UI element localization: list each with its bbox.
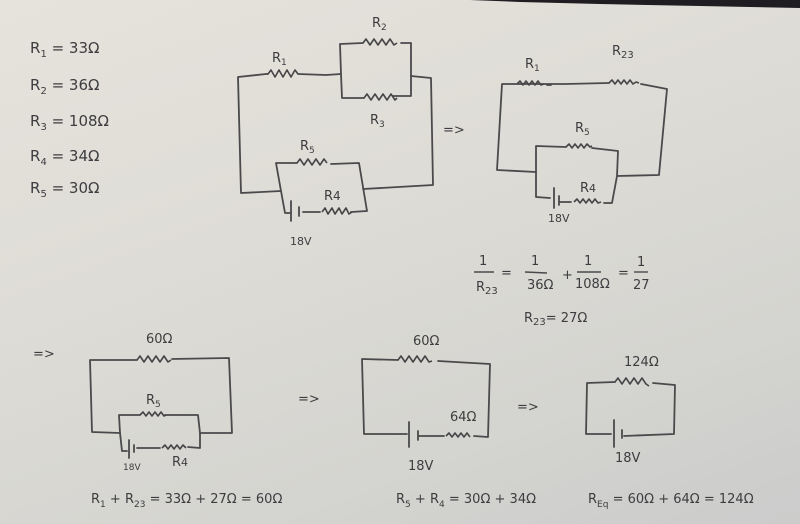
circuit-original: R1 R2 R3 R5 R4 18V bbox=[237, 16, 434, 248]
wire-parallel-box bbox=[339, 42, 412, 99]
given-r2: R2 = 36Ω bbox=[30, 76, 99, 97]
result-numerator: 1 bbox=[637, 255, 645, 270]
resistor-60-ohm bbox=[397, 355, 433, 363]
label-r5: R5 bbox=[300, 139, 315, 156]
resistor-r1 bbox=[267, 69, 299, 78]
series-equations: R1 + R23 = 33Ω + 27Ω = 60Ω R5 + R4 = 30Ω… bbox=[91, 492, 754, 510]
battery-icon bbox=[128, 439, 135, 459]
resistor-60-ohm bbox=[136, 355, 172, 363]
term2-numerator: 1 bbox=[584, 254, 592, 269]
resistor-64-ohm bbox=[445, 432, 471, 438]
equals-2: = bbox=[618, 266, 629, 281]
label-r4: R4 bbox=[324, 189, 341, 204]
resistor-r5 bbox=[296, 158, 328, 166]
given-r5: R5 = 30Ω bbox=[30, 179, 99, 200]
term1-numerator: 1 bbox=[531, 254, 539, 269]
parallel-calculation: 1 R23 = 1 36Ω + 1 108Ω = 1 27 R23= 27Ω bbox=[474, 254, 650, 328]
label-battery: 18V bbox=[615, 451, 641, 466]
lhs-denominator: R23 bbox=[476, 280, 498, 297]
battery-icon bbox=[290, 200, 300, 222]
term2-denominator: 108Ω bbox=[575, 277, 610, 292]
resistor-r4 bbox=[161, 444, 187, 450]
wire-loop bbox=[585, 381, 676, 437]
label-r1: R1 bbox=[272, 51, 287, 68]
circuit-step-2: 60Ω R5 R4 18V bbox=[89, 332, 233, 473]
battery-icon bbox=[408, 421, 419, 448]
resistor-r2 bbox=[362, 38, 398, 46]
wire-inner-loop bbox=[118, 414, 201, 452]
circuit-step-1: R1 R23 R5 R4 18V bbox=[496, 44, 668, 225]
label-60-ohm: 60Ω bbox=[413, 334, 440, 349]
label-r5: R5 bbox=[575, 121, 590, 138]
wire-inner-loop bbox=[535, 145, 619, 204]
label-r3: R3 bbox=[370, 113, 385, 130]
wire-outer-left bbox=[237, 73, 282, 194]
desk-edge bbox=[470, 0, 800, 8]
resistor-r4 bbox=[321, 207, 353, 215]
arrow-step-1: => bbox=[443, 123, 465, 138]
label-64-ohm: 64Ω bbox=[450, 410, 477, 425]
given-values-list: R1 = 33Ω R2 = 36Ω R3 = 108Ω R4 = 34Ω R5 … bbox=[30, 39, 109, 200]
equals-1: = bbox=[501, 266, 512, 281]
term1-denominator: 36Ω bbox=[527, 278, 554, 293]
label-battery: 18V bbox=[548, 212, 570, 225]
given-r1: R1 = 33Ω bbox=[30, 39, 99, 60]
label-battery: 18V bbox=[408, 459, 434, 474]
resistor-r5 bbox=[139, 411, 167, 417]
resistor-r3 bbox=[363, 93, 398, 101]
given-r3: R3 = 108Ω bbox=[30, 112, 109, 133]
resistor-r4 bbox=[573, 198, 602, 204]
plus-sign: + bbox=[562, 268, 573, 283]
battery-icon bbox=[553, 187, 560, 209]
label-r4: R4 bbox=[172, 455, 188, 470]
resistor-r23 bbox=[608, 79, 640, 85]
battery-icon bbox=[613, 419, 623, 448]
arrow-step-4: => bbox=[517, 400, 539, 415]
label-r1: R1 bbox=[525, 57, 540, 74]
wire-loop bbox=[361, 358, 491, 438]
arrow-step-3: => bbox=[298, 392, 320, 407]
circuit-step-4: 124Ω 18V bbox=[585, 355, 676, 466]
label-124-ohm: 124Ω bbox=[624, 355, 659, 370]
r23-result: R23= 27Ω bbox=[524, 311, 587, 328]
label-battery: 18V bbox=[123, 463, 141, 473]
equation-r1-plus-r23: R1 + R23 = 33Ω + 27Ω = 60Ω bbox=[91, 492, 282, 510]
circuit-step-3: 60Ω 64Ω 18V bbox=[361, 334, 491, 474]
equation-r-eq: REq = 60Ω + 64Ω = 124Ω bbox=[588, 492, 754, 510]
resistor-r5 bbox=[565, 143, 593, 149]
wire-outer-right bbox=[362, 75, 434, 190]
result-denominator: 27 bbox=[633, 278, 650, 293]
wire-inner-loop bbox=[275, 162, 368, 214]
resistor-r1 bbox=[516, 80, 545, 86]
equation-r5-plus-r4: R5 + R4 = 30Ω + 34Ω bbox=[396, 492, 536, 510]
resistor-124-ohm bbox=[614, 377, 650, 387]
arrow-step-2: => bbox=[33, 347, 55, 362]
label-battery: 18V bbox=[290, 235, 312, 248]
label-r4: R4 bbox=[580, 181, 596, 196]
wire-r1-right bbox=[297, 73, 342, 76]
label-r5: R5 bbox=[146, 393, 161, 410]
label-r2: R2 bbox=[372, 16, 387, 33]
lhs-numerator: 1 bbox=[479, 254, 487, 269]
wire-outer bbox=[89, 357, 233, 434]
given-r4: R4 = 34Ω bbox=[30, 147, 99, 168]
label-60-ohm: 60Ω bbox=[146, 332, 173, 347]
label-r23: R23 bbox=[612, 44, 634, 61]
